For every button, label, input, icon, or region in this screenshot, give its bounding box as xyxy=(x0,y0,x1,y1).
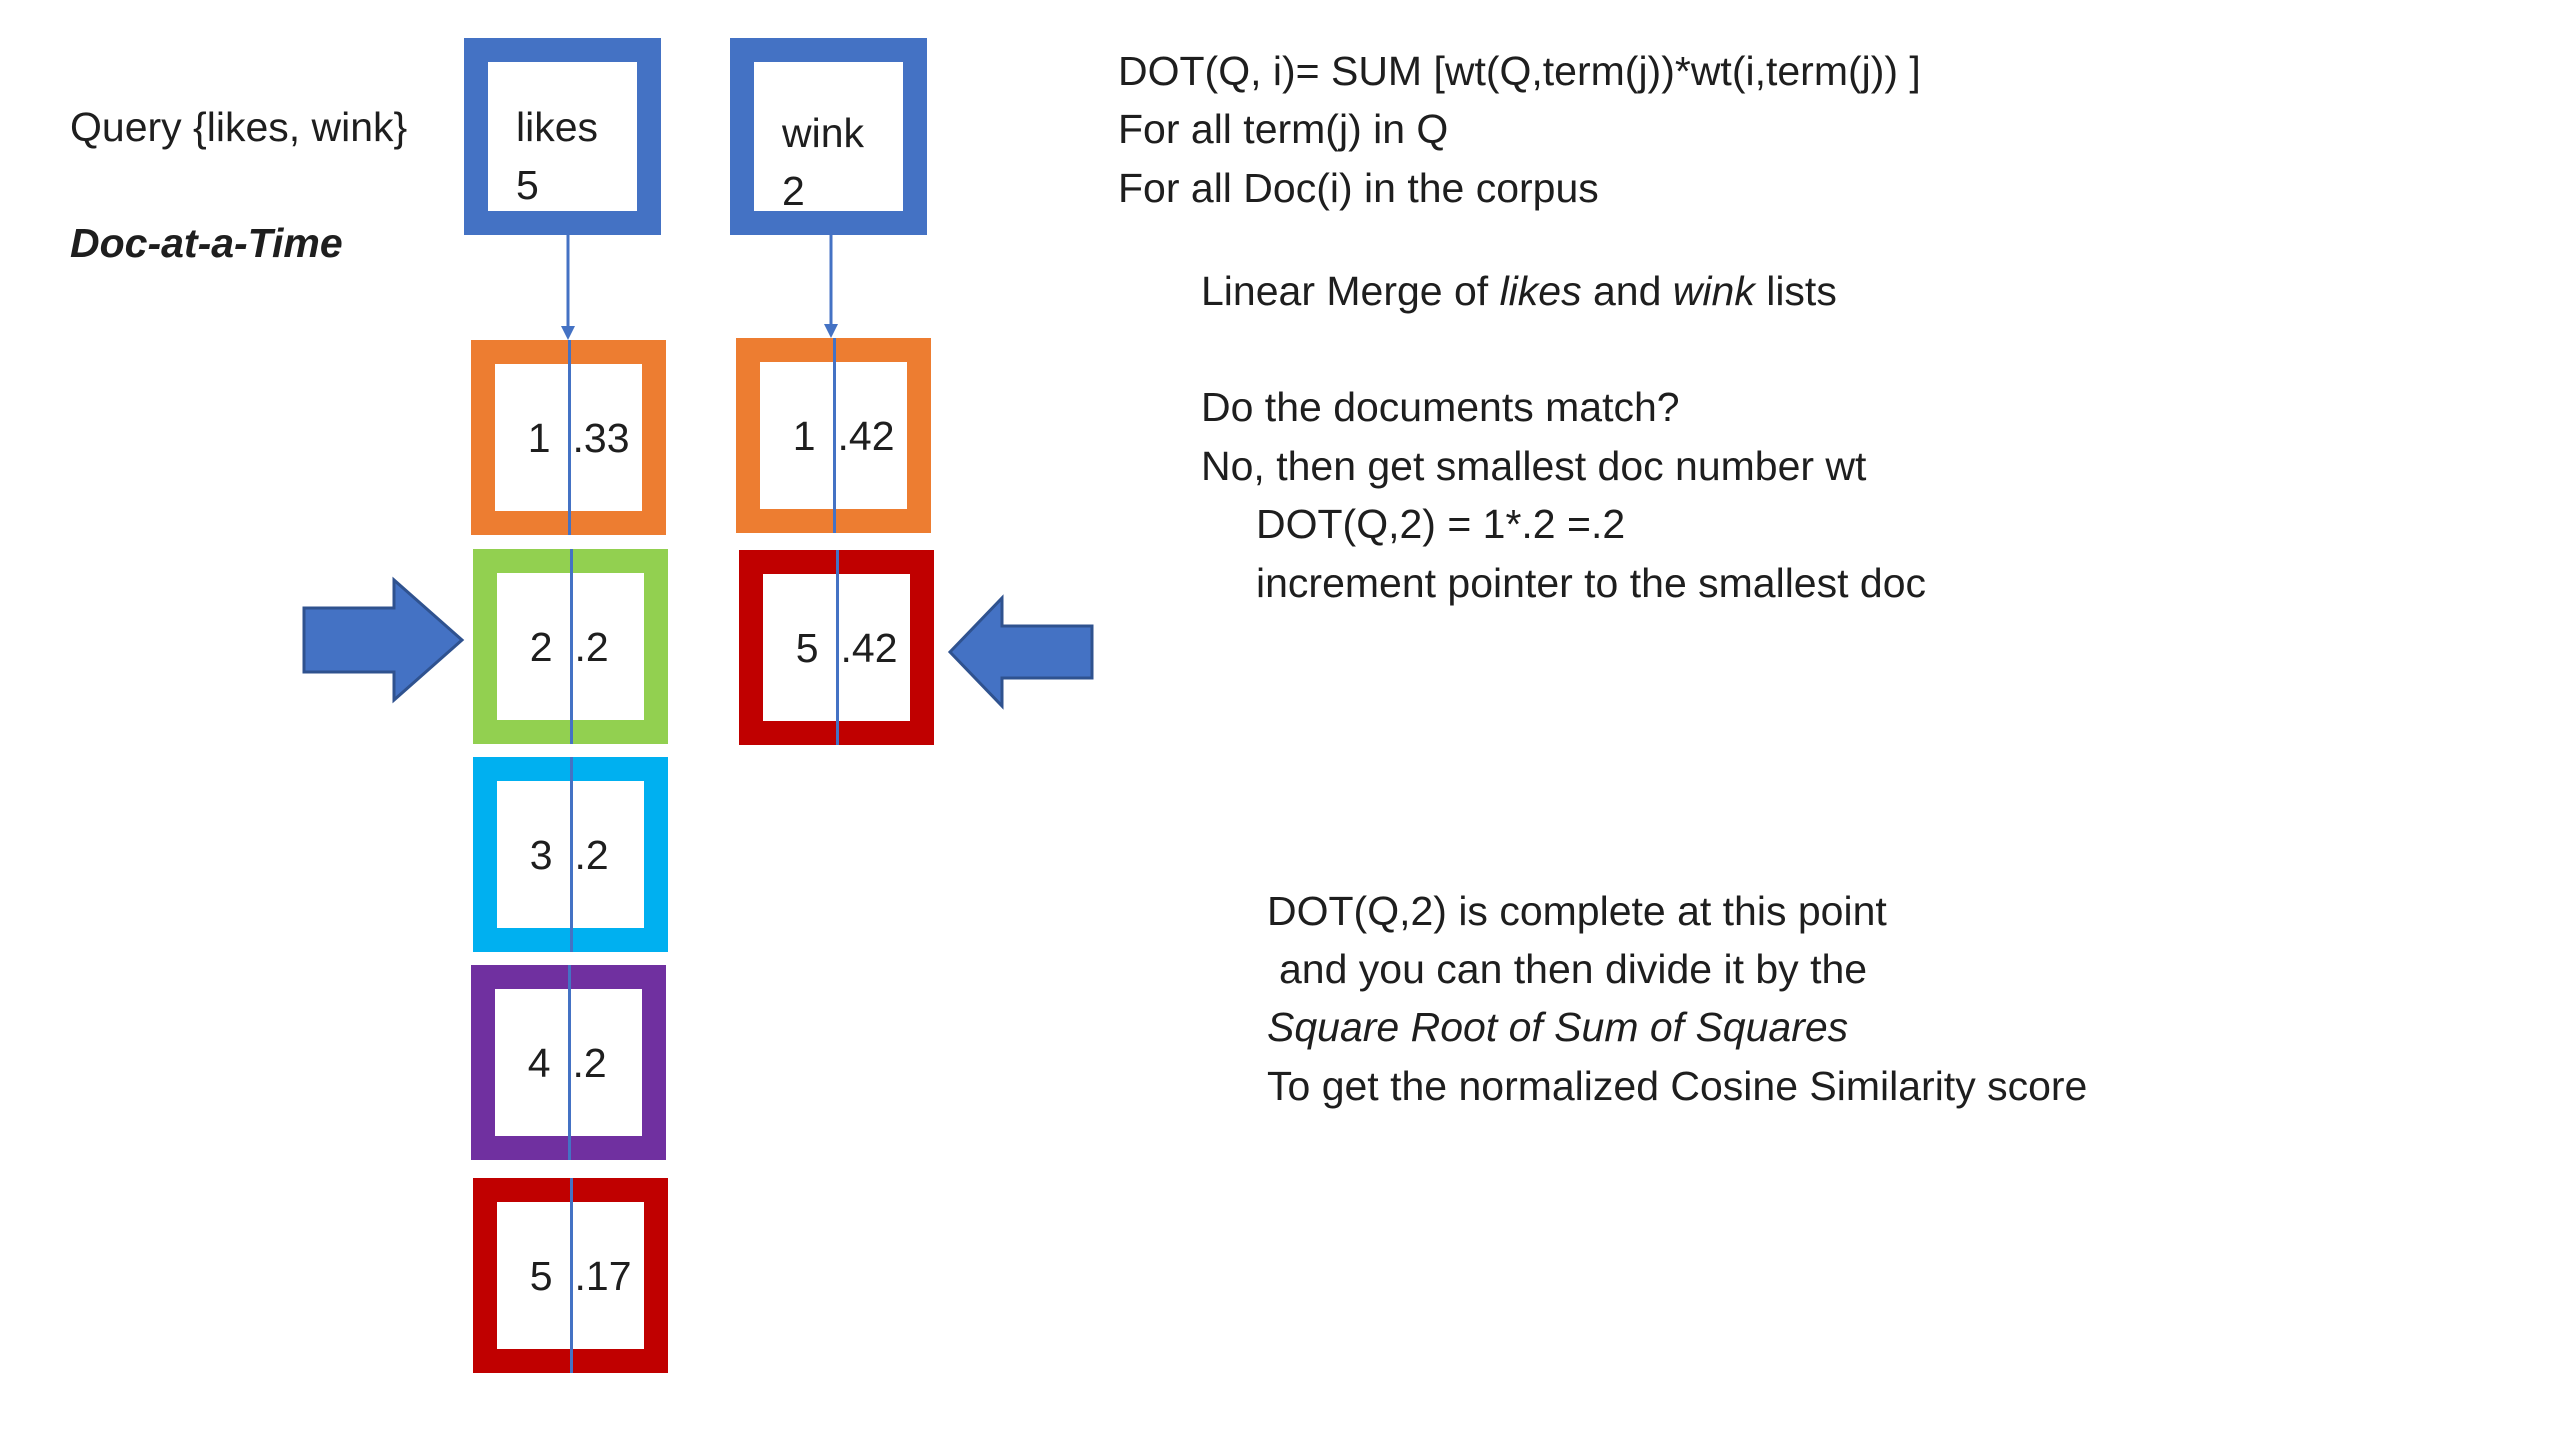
term-df-likes: 5 xyxy=(516,162,539,208)
posting-weight: .42 xyxy=(840,624,898,671)
posting-likes-doc-3: 3 .2 xyxy=(473,757,668,952)
term-name-likes: likes xyxy=(516,104,599,150)
merge-term-likes: likes xyxy=(1499,268,1582,314)
posting-divider xyxy=(567,340,571,535)
posting-weight: .42 xyxy=(837,412,895,459)
query-label: Query {likes, wink} xyxy=(70,104,408,150)
formula-line-2: For all term(j) in Q xyxy=(1118,106,1449,152)
term-box-likes: likes 5 xyxy=(464,38,661,235)
posting-divider xyxy=(832,338,836,533)
merge-prefix: Linear Merge of xyxy=(1201,268,1500,314)
step-line-3: DOT(Q,2) = 1*.2 =.2 xyxy=(1256,501,1626,547)
conclusion-line-1: DOT(Q,2) is complete at this point xyxy=(1267,888,1887,934)
term-name-wink: wink xyxy=(782,110,865,156)
step-line-1: Do the documents match? xyxy=(1201,384,1680,430)
pointer-arrow-right-icon xyxy=(302,576,465,704)
posting-divider xyxy=(569,1178,573,1373)
conclusion-line-2: and you can then divide it by the xyxy=(1279,946,1868,992)
posting-doc-id: 1 xyxy=(527,414,551,461)
posting-divider xyxy=(569,549,573,744)
merge-suffix: lists xyxy=(1754,268,1837,314)
pointer-arrow-left-icon xyxy=(947,594,1094,710)
connector-wink xyxy=(824,235,838,338)
merge-term-wink: wink xyxy=(1672,268,1755,314)
formula-line-3: For all Doc(i) in the corpus xyxy=(1118,165,1599,211)
posting-divider xyxy=(835,550,839,745)
merge-middle: and xyxy=(1581,268,1673,314)
step-line-4: increment pointer to the smallest doc xyxy=(1256,560,1926,606)
term-df-wink: 2 xyxy=(782,168,805,214)
posting-likes-doc-5: 5 .17 xyxy=(473,1178,668,1373)
posting-weight: .33 xyxy=(572,414,630,461)
formula-line-1: DOT(Q, i)= SUM [wt(Q,term(j))*wt(i,term(… xyxy=(1118,48,1921,94)
posting-doc-id: 2 xyxy=(529,623,553,670)
posting-likes-doc-4: 4 .2 xyxy=(471,965,666,1160)
term-box-wink: wink 2 xyxy=(730,38,927,235)
posting-doc-id: 1 xyxy=(792,412,816,459)
posting-weight: .2 xyxy=(572,1039,607,1086)
posting-wink-doc-1: 1 .42 xyxy=(736,338,931,533)
linear-merge-text: Linear Merge of likes and wink lists xyxy=(1201,262,1837,320)
posting-likes-doc-2: 2 .2 xyxy=(473,549,668,744)
step-line-2: No, then get smallest doc number wt xyxy=(1201,443,1867,489)
posting-doc-id: 4 xyxy=(527,1039,551,1086)
posting-weight: .2 xyxy=(574,623,609,670)
posting-likes-doc-1: 1 .33 xyxy=(471,340,666,535)
posting-doc-id: 5 xyxy=(795,624,819,671)
posting-divider xyxy=(569,757,573,952)
conclusion-line-3: Square Root of Sum of Squares xyxy=(1267,1004,1849,1050)
posting-divider xyxy=(567,965,571,1160)
posting-wink-doc-5: 5 .42 xyxy=(739,550,934,745)
posting-weight: .17 xyxy=(574,1252,632,1299)
posting-doc-id: 5 xyxy=(529,1252,553,1299)
conclusion-line-4: To get the normalized Cosine Similarity … xyxy=(1267,1063,2088,1109)
doc-at-a-time-label: Doc-at-a-Time xyxy=(70,220,343,266)
connector-likes xyxy=(561,235,575,340)
posting-weight: .2 xyxy=(574,831,609,878)
posting-doc-id: 3 xyxy=(529,831,553,878)
